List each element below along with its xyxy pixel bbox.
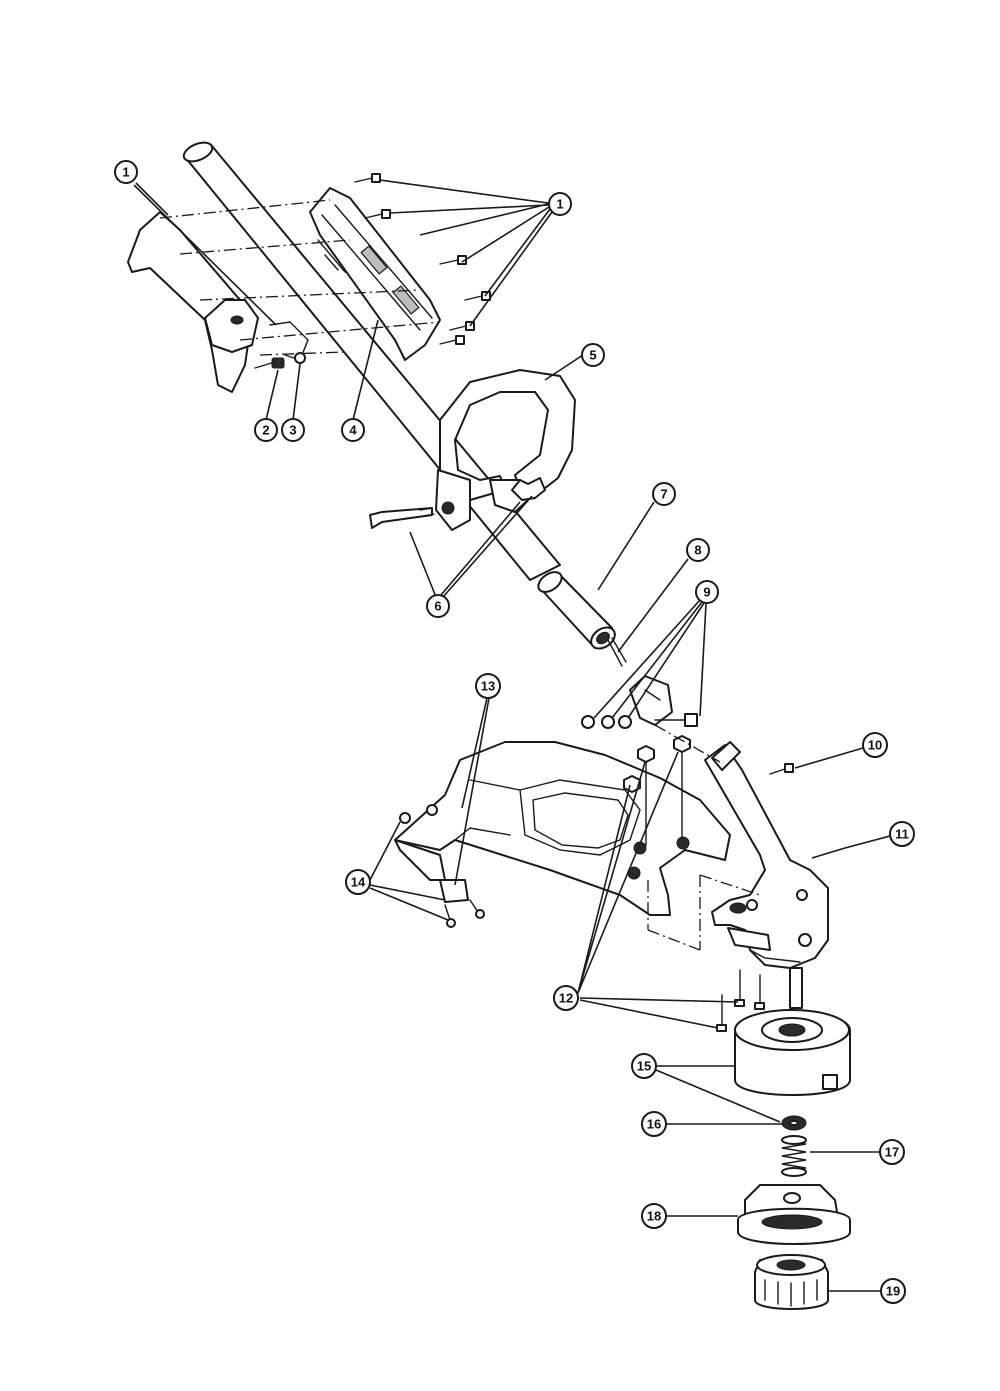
svg-text:8: 8: [694, 543, 701, 558]
assist-handle: [435, 369, 576, 531]
drive-shaft: [789, 967, 803, 1009]
grass-shield: [394, 741, 731, 916]
bump-knob: [754, 1254, 829, 1310]
gear-head: [704, 741, 829, 969]
callout-6: 6: [426, 594, 450, 618]
screw: [439, 335, 465, 345]
callout-9: 9: [695, 580, 719, 604]
svg-text:3: 3: [289, 423, 296, 438]
svg-text:9: 9: [703, 585, 710, 600]
callout-12: 12: [553, 985, 579, 1011]
callout-5: 5: [581, 343, 605, 367]
callout-7: 7: [652, 482, 676, 506]
svg-text:6: 6: [434, 599, 441, 614]
leader-lines: [133, 179, 891, 1292]
callout-11: 11: [889, 821, 915, 847]
svg-text:19: 19: [886, 1284, 900, 1299]
callout-4: 4: [341, 418, 365, 442]
callout-15: 15: [631, 1053, 657, 1079]
callout-14: 14: [345, 869, 371, 895]
svg-text:15: 15: [637, 1059, 651, 1074]
callout-8: 8: [686, 538, 710, 562]
callout-13: 13: [475, 673, 501, 699]
screw: [464, 291, 491, 301]
svg-text:16: 16: [647, 1117, 661, 1132]
handle-housing-left: [127, 211, 259, 393]
shield-screws: [444, 899, 485, 928]
svg-text:4: 4: [349, 423, 357, 438]
gear-head-screw: [769, 763, 794, 775]
wing-nut: [511, 477, 546, 501]
svg-text:14: 14: [351, 875, 366, 890]
svg-text:7: 7: [660, 487, 667, 502]
svg-text:10: 10: [868, 738, 882, 753]
callout-2: 2: [254, 418, 278, 442]
svg-text:18: 18: [647, 1209, 661, 1224]
callout-19: 19: [880, 1278, 906, 1304]
svg-text:13: 13: [481, 679, 495, 694]
trimmer-head-housing: [734, 1009, 851, 1096]
washer: [781, 1115, 807, 1131]
spring: [781, 1135, 807, 1177]
callout-10: 10: [862, 732, 888, 758]
coupler-tube: [537, 571, 616, 650]
handle-housing-right: [309, 187, 441, 361]
assembly-lines-housing: [159, 199, 441, 356]
svg-text:1: 1: [122, 165, 129, 180]
svg-text:1: 1: [556, 197, 563, 212]
shield-nuts: [399, 735, 691, 846]
callout-17: 17: [879, 1139, 905, 1165]
shaft-tube: [182, 141, 561, 581]
screw: [364, 209, 391, 219]
svg-text:12: 12: [559, 991, 573, 1006]
gearhead-screws: [716, 969, 765, 1032]
assembly-lines-gearhead: [647, 724, 761, 951]
callouts: 1 1 2 3 4 5 6 7 8 9 10 11 12 13 14 15 16…: [114, 160, 915, 1304]
svg-text:2: 2: [262, 423, 269, 438]
screw: [354, 173, 381, 183]
screw: [439, 255, 467, 265]
bracket-hardware: [581, 713, 698, 729]
callout-3: 3: [281, 418, 305, 442]
throttle-trigger-parts: [254, 321, 309, 369]
spool: [737, 1184, 851, 1245]
svg-text:17: 17: [885, 1145, 899, 1160]
callout-1b: 1: [548, 192, 572, 216]
svg-text:11: 11: [895, 827, 909, 842]
svg-text:5: 5: [589, 348, 596, 363]
callout-1a: 1: [114, 160, 138, 184]
callout-16: 16: [641, 1111, 667, 1137]
handle-bolt: [369, 507, 435, 529]
callout-18: 18: [641, 1203, 667, 1229]
